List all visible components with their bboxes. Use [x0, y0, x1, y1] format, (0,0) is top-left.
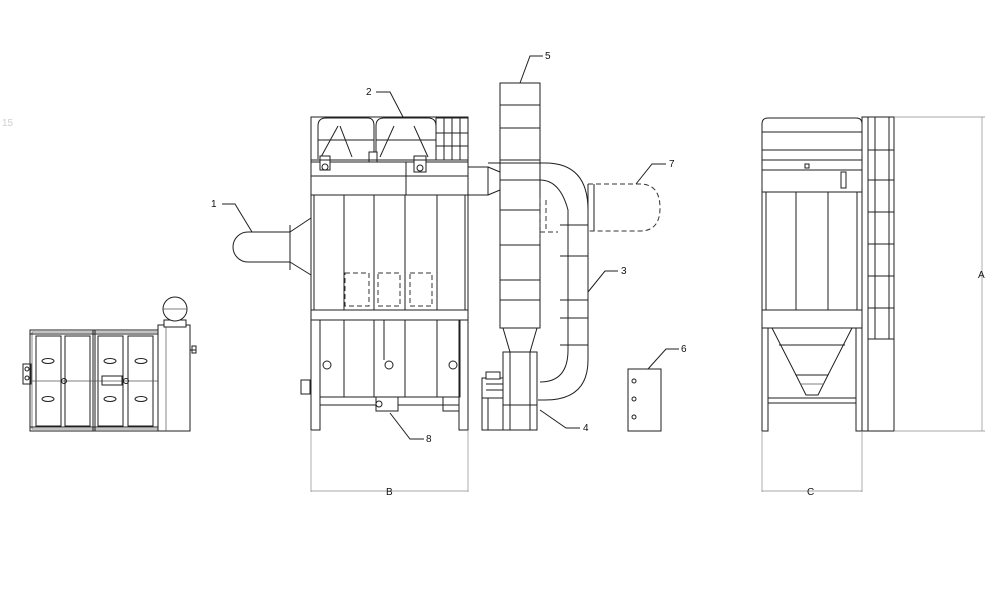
callout-6: 6	[681, 344, 687, 355]
side-view	[761, 116, 895, 432]
front-view	[232, 116, 469, 431]
callout-2: 2	[366, 87, 372, 98]
dimension-lines	[310, 116, 985, 492]
callout-4: 4	[583, 423, 589, 434]
callout-3: 3	[621, 266, 627, 277]
callout-labels: 1 2 3 4 5 6 7 8	[211, 51, 687, 445]
callout-5: 5	[545, 51, 551, 62]
fan-and-ducts	[467, 82, 661, 431]
callout-1: 1	[211, 199, 217, 210]
callout-leaders	[222, 55, 679, 440]
corner-mark: 15	[2, 118, 14, 129]
callout-7: 7	[669, 159, 675, 170]
dimension-label-c: C	[807, 487, 814, 498]
control-panel	[627, 368, 662, 432]
dimension-label-b: B	[386, 487, 393, 498]
dimension-labels: B C A	[386, 270, 985, 498]
plan-view	[22, 296, 197, 432]
dimension-label-a: A	[978, 270, 985, 281]
callout-8: 8	[426, 434, 432, 445]
